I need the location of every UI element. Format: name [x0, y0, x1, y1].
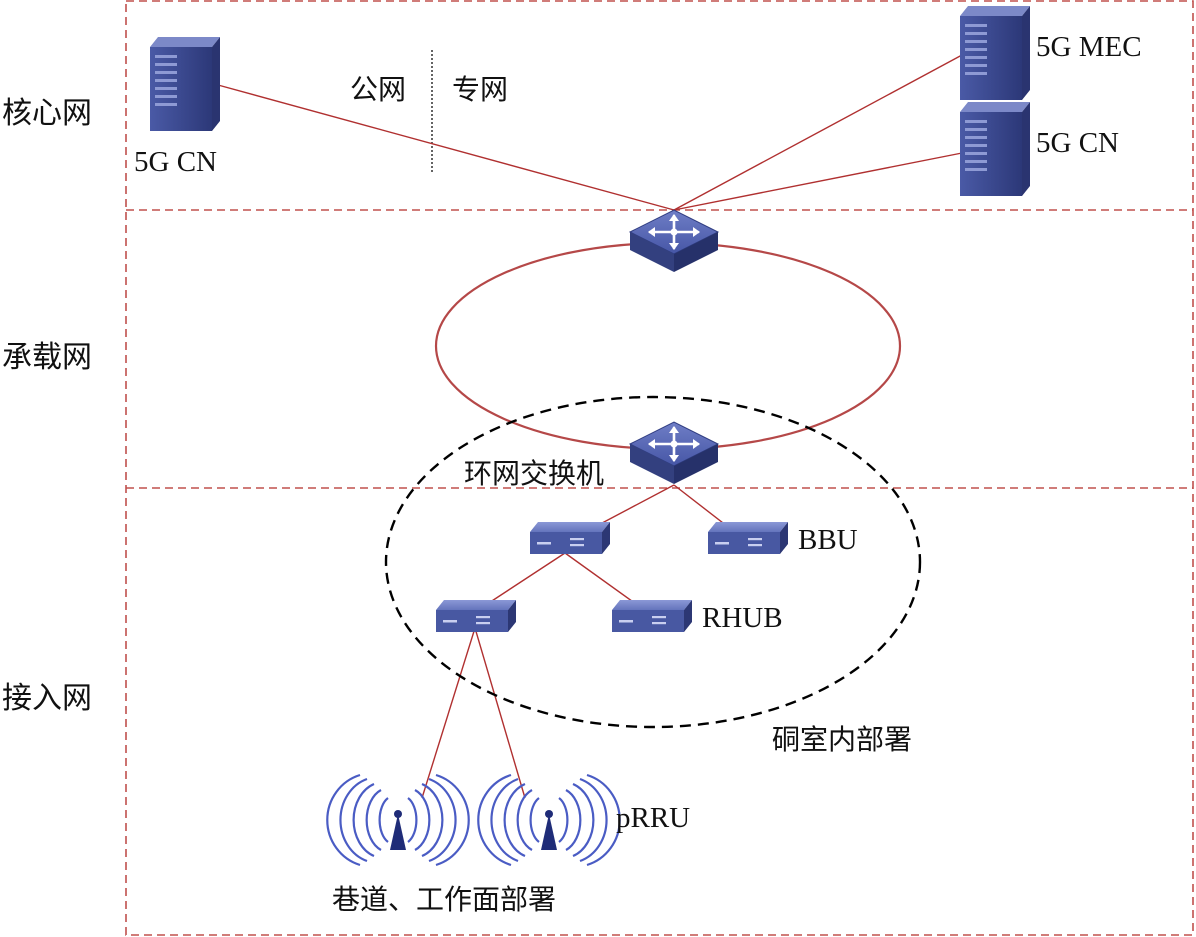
right-cn-label: 5G CN — [1036, 127, 1119, 159]
core-switch-icon — [628, 208, 720, 274]
prru-right-antenna-icon — [477, 773, 621, 867]
left-cn-server-icon — [150, 37, 220, 131]
zone-outer-border — [125, 0, 1194, 936]
bbu-label: BBU — [798, 524, 858, 556]
tunnel-deploy-label: 巷道、工作面部署 — [332, 883, 557, 916]
ring-switch-label: 环网交换机 — [464, 457, 605, 490]
mec-label: 5G MEC — [1036, 31, 1142, 63]
layer-label-access: 接入网 — [2, 681, 92, 716]
prru-left-antenna-icon — [326, 773, 470, 867]
mec-server-icon — [960, 6, 1030, 100]
bearer-ring — [434, 241, 902, 451]
link-left-cn-to-core-switch — [217, 84, 675, 211]
link-right-cn-to-core-switch — [673, 152, 963, 211]
bbu-right-icon — [708, 522, 788, 554]
layer-label-core: 核心网 — [2, 96, 92, 131]
rhub-right-icon — [612, 600, 692, 632]
rhub-label: RHUB — [702, 602, 783, 634]
zone-borders — [125, 0, 1194, 936]
link-rhub-to-prru-right — [474, 627, 526, 799]
left-cn-label: 5G CN — [134, 146, 217, 178]
chamber-deploy-label: 硐室内部署 — [772, 723, 913, 756]
links — [217, 54, 963, 799]
prru-label: pRRU — [616, 802, 691, 834]
link-rhub-to-prru-left — [421, 627, 476, 799]
layer-label-bearer: 承载网 — [2, 340, 92, 375]
public-network-label: 公网 — [350, 73, 407, 106]
bbu-left-icon — [530, 522, 610, 554]
private-network-label: 专网 — [452, 73, 509, 106]
chamber-boundary — [384, 395, 922, 729]
rhub-left-icon — [436, 600, 516, 632]
ring-switch-icon — [628, 420, 720, 486]
link-mec-to-core-switch — [673, 54, 963, 211]
right-cn-server-icon — [960, 102, 1030, 196]
